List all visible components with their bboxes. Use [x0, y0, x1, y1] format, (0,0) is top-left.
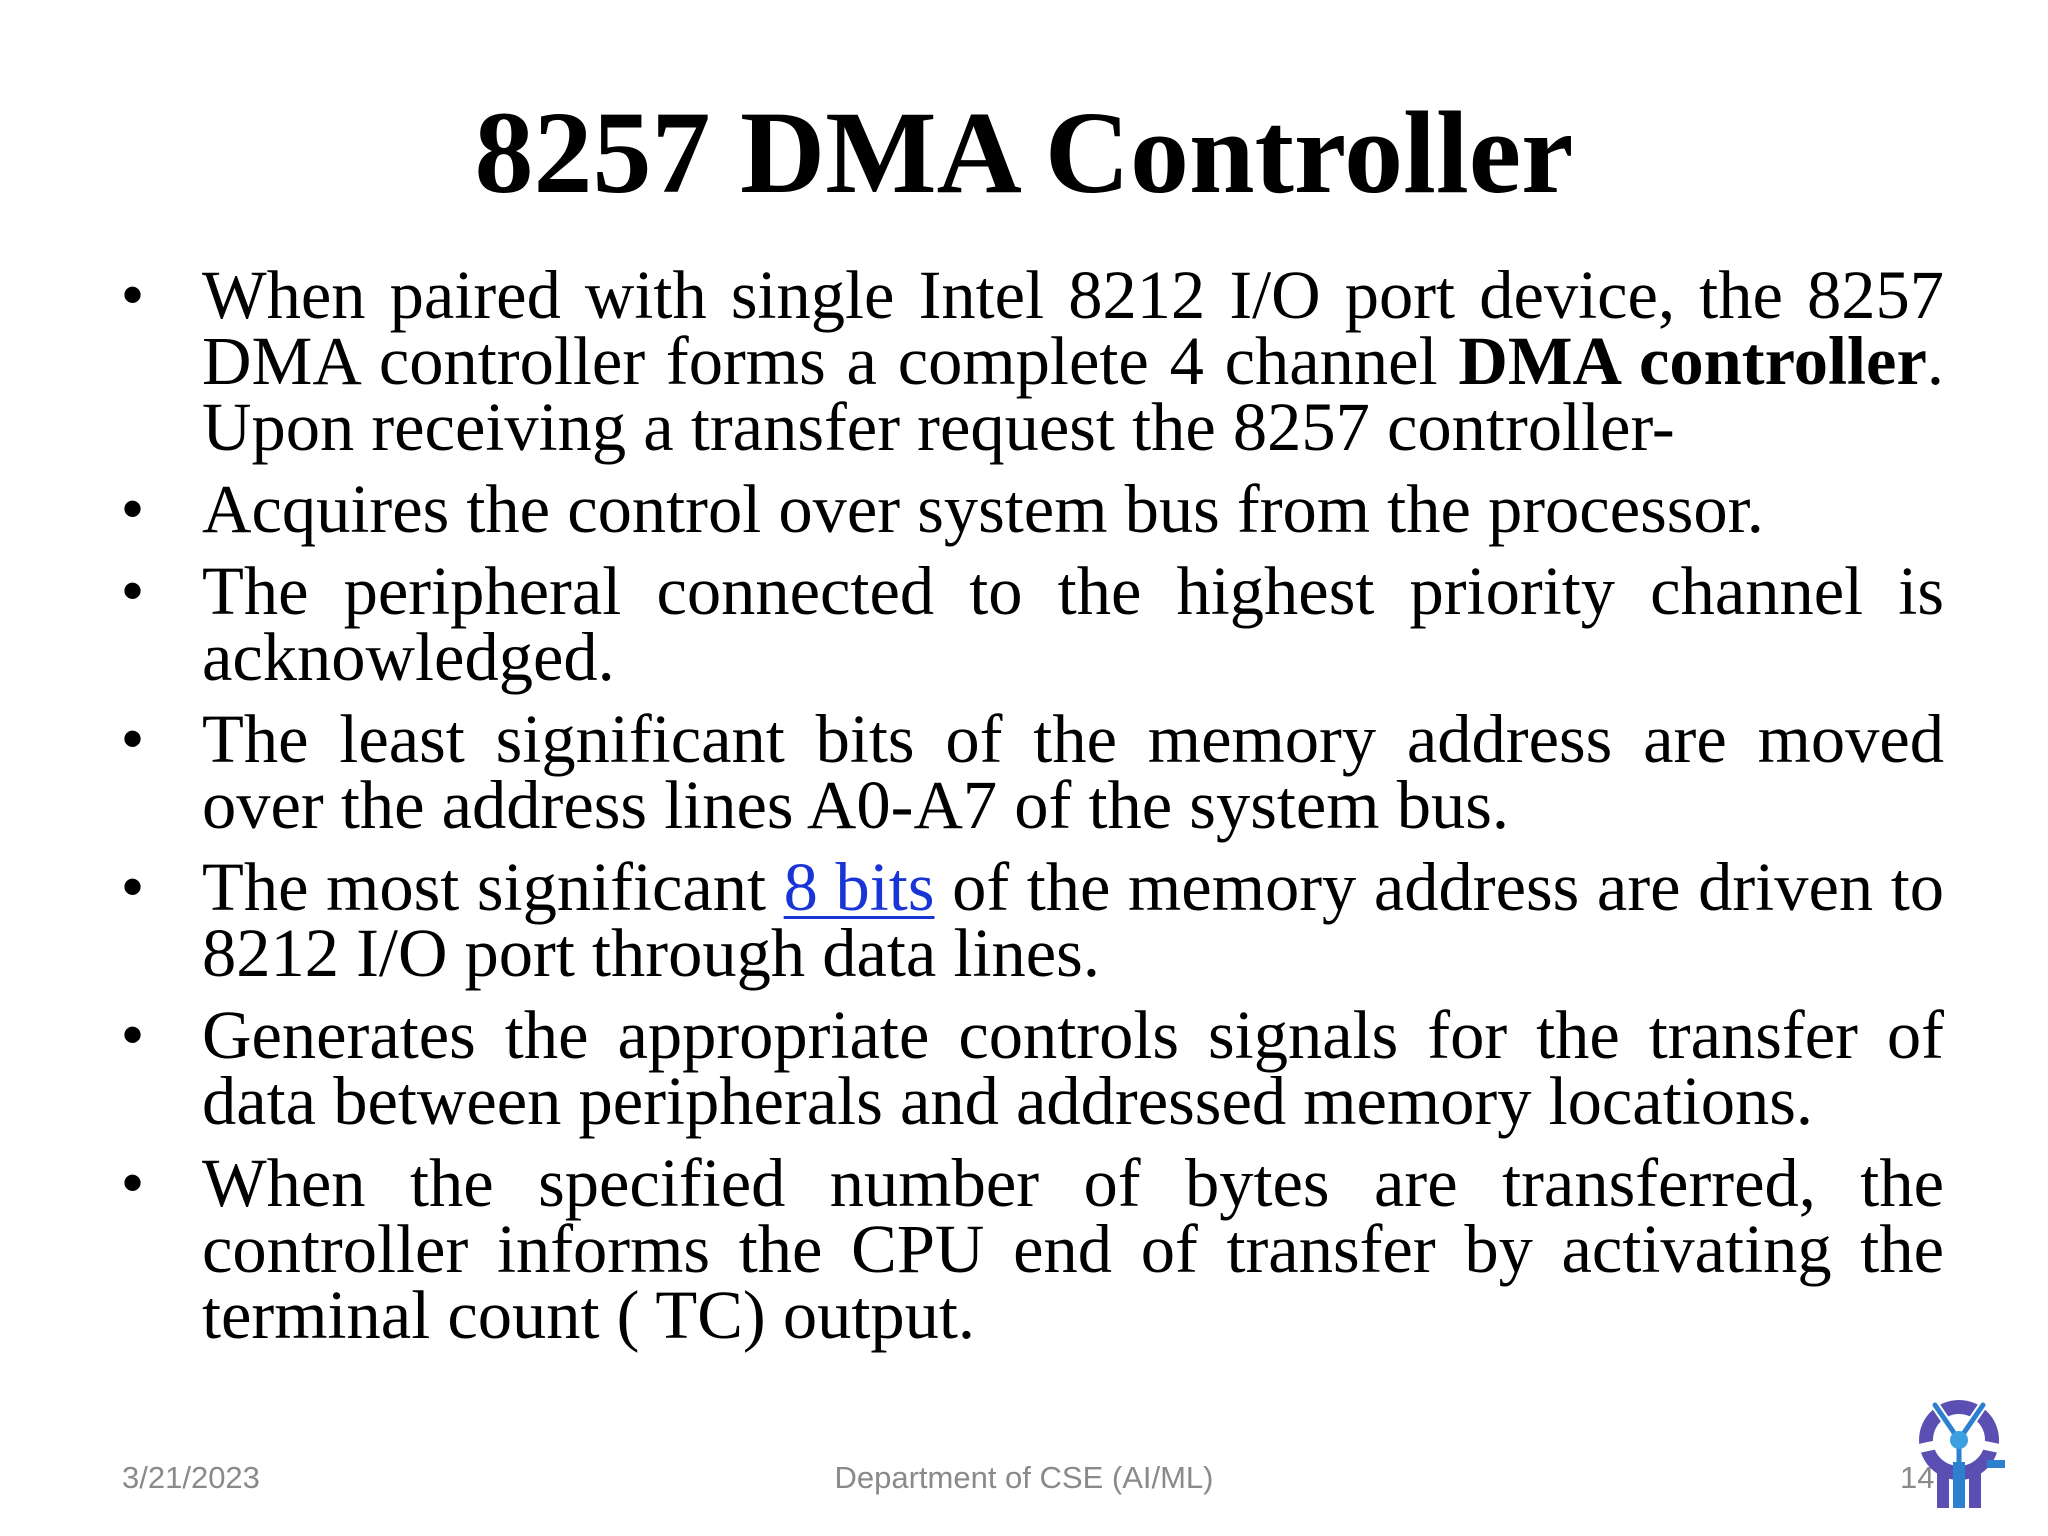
bullet-dot: • — [122, 853, 144, 920]
bullet-item: • Acquires the control over system bus f… — [122, 475, 1944, 544]
bullet-text: When paired with single Intel 8212 I/O p… — [202, 257, 1944, 465]
bullet-item: • Generates the appropriate controls sig… — [122, 1001, 1944, 1136]
bullet-item: • When paired with single Intel 8212 I/O… — [122, 261, 1944, 462]
bullet-item: • The most significant 8 bits of the mem… — [122, 853, 1944, 988]
bullet-dot: • — [122, 261, 144, 328]
bullet-dot: • — [122, 1149, 144, 1216]
logo-pillar-left — [1937, 1472, 1949, 1508]
bullet-item: • The least significant bits of the memo… — [122, 705, 1944, 840]
bullet-text-segment: The most significant — [202, 849, 784, 925]
bullet-text: Acquires the control over system bus fro… — [202, 471, 1764, 547]
bold-phrase: DMA controller — [1458, 323, 1927, 399]
bullet-text: The least significant bits of the memory… — [202, 701, 1944, 843]
bullet-dot: • — [122, 1001, 144, 1068]
bullet-item: • When the specified number of bytes are… — [122, 1149, 1944, 1350]
slide-title: 8257 DMA Controller — [474, 87, 1574, 218]
bullet-text: The peripheral connected to the highest … — [202, 553, 1944, 695]
footer-department: Department of CSE (AI/ML) — [834, 1460, 1214, 1495]
logo-pillar — [1953, 1462, 1965, 1508]
bullet-text-segment: of the memory address are driven to 8212… — [202, 849, 1944, 991]
hyperlink-8-bits[interactable]: 8 bits — [783, 849, 935, 925]
institution-logo-icon — [1916, 1397, 2005, 1508]
logo-bar — [1987, 1460, 2005, 1468]
bullet-text: Generates the appropriate controls signa… — [202, 997, 1944, 1139]
bullet-text: The most significant 8 bits of the memor… — [202, 849, 1944, 991]
bullet-dot: • — [122, 705, 144, 772]
bullet-text-segment: When paired with single Intel 8212 I/O p… — [202, 257, 1944, 399]
bullet-text: When the specified number of bytes are t… — [202, 1145, 1944, 1353]
bullet-list: • When paired with single Intel 8212 I/O… — [122, 261, 1944, 1364]
bullet-item: • The peripheral connected to the highes… — [122, 557, 1944, 692]
bullet-text-segment: . Upon receiving a transfer request the … — [202, 323, 1944, 465]
logo-pillar-right — [1969, 1472, 1981, 1508]
footer-date: 3/21/2023 — [122, 1460, 260, 1495]
bullet-dot: • — [122, 557, 144, 624]
logo-center — [1950, 1431, 1968, 1449]
bullet-dot: • — [122, 475, 144, 542]
